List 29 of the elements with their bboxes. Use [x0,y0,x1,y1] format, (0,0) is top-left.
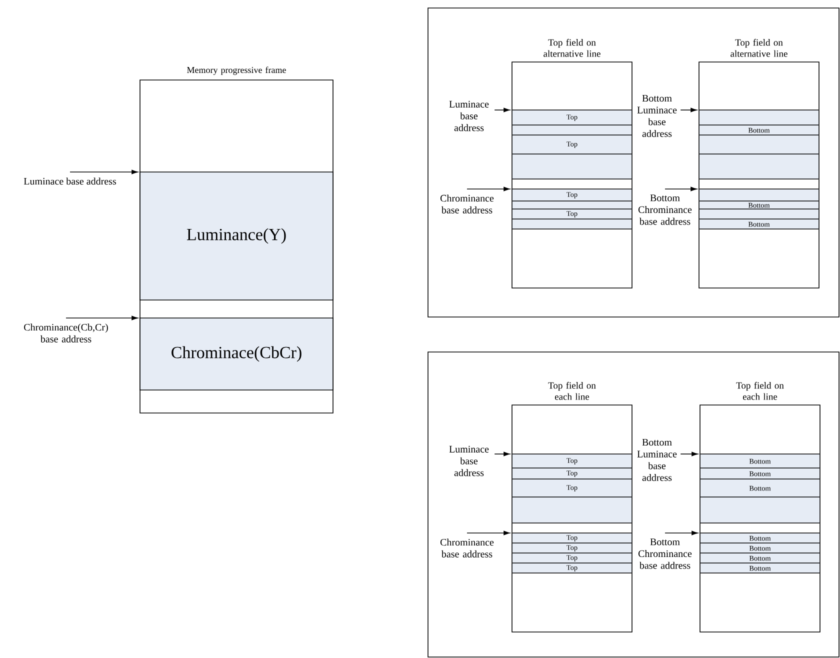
arrow [494,108,510,112]
arrow [680,108,697,112]
arrow [680,452,698,456]
address-label: Bottom Luminace base address [637,439,677,482]
address-label: Bottom Luminace base address [637,94,677,138]
arrow [66,316,138,320]
node-label: Top field on alternative line [730,38,788,57]
arrow [664,186,697,192]
panel-frame [428,352,840,658]
arrow [664,530,698,536]
arrow [466,186,510,192]
address-label: Chrominance base address [440,538,494,558]
panel-frame [428,8,840,318]
address-label: Luminace base address [24,178,116,185]
address-label: Bottom Chrominance base address [638,538,692,569]
address-label: Luminace base address [449,446,489,476]
arrow [494,452,510,456]
arrow [466,530,510,536]
node-label: Top field on each line [736,382,784,400]
address-label: Bottom Chrominance base address [638,194,692,225]
memory-region: Chrominace(CbCr) [140,318,334,390]
address-label: Chrominance(Cb,Cr) base address [24,324,108,342]
memory-region: Luminance(Y) [140,172,334,300]
address-label: Chrominance base address [440,194,494,214]
node-label: Top field on each line [548,382,596,400]
node-label: Top field on alternative line [544,38,600,57]
node-label: Memory progressive frame [187,66,286,75]
address-label: Luminace base address [449,100,489,132]
arrow [70,170,138,174]
